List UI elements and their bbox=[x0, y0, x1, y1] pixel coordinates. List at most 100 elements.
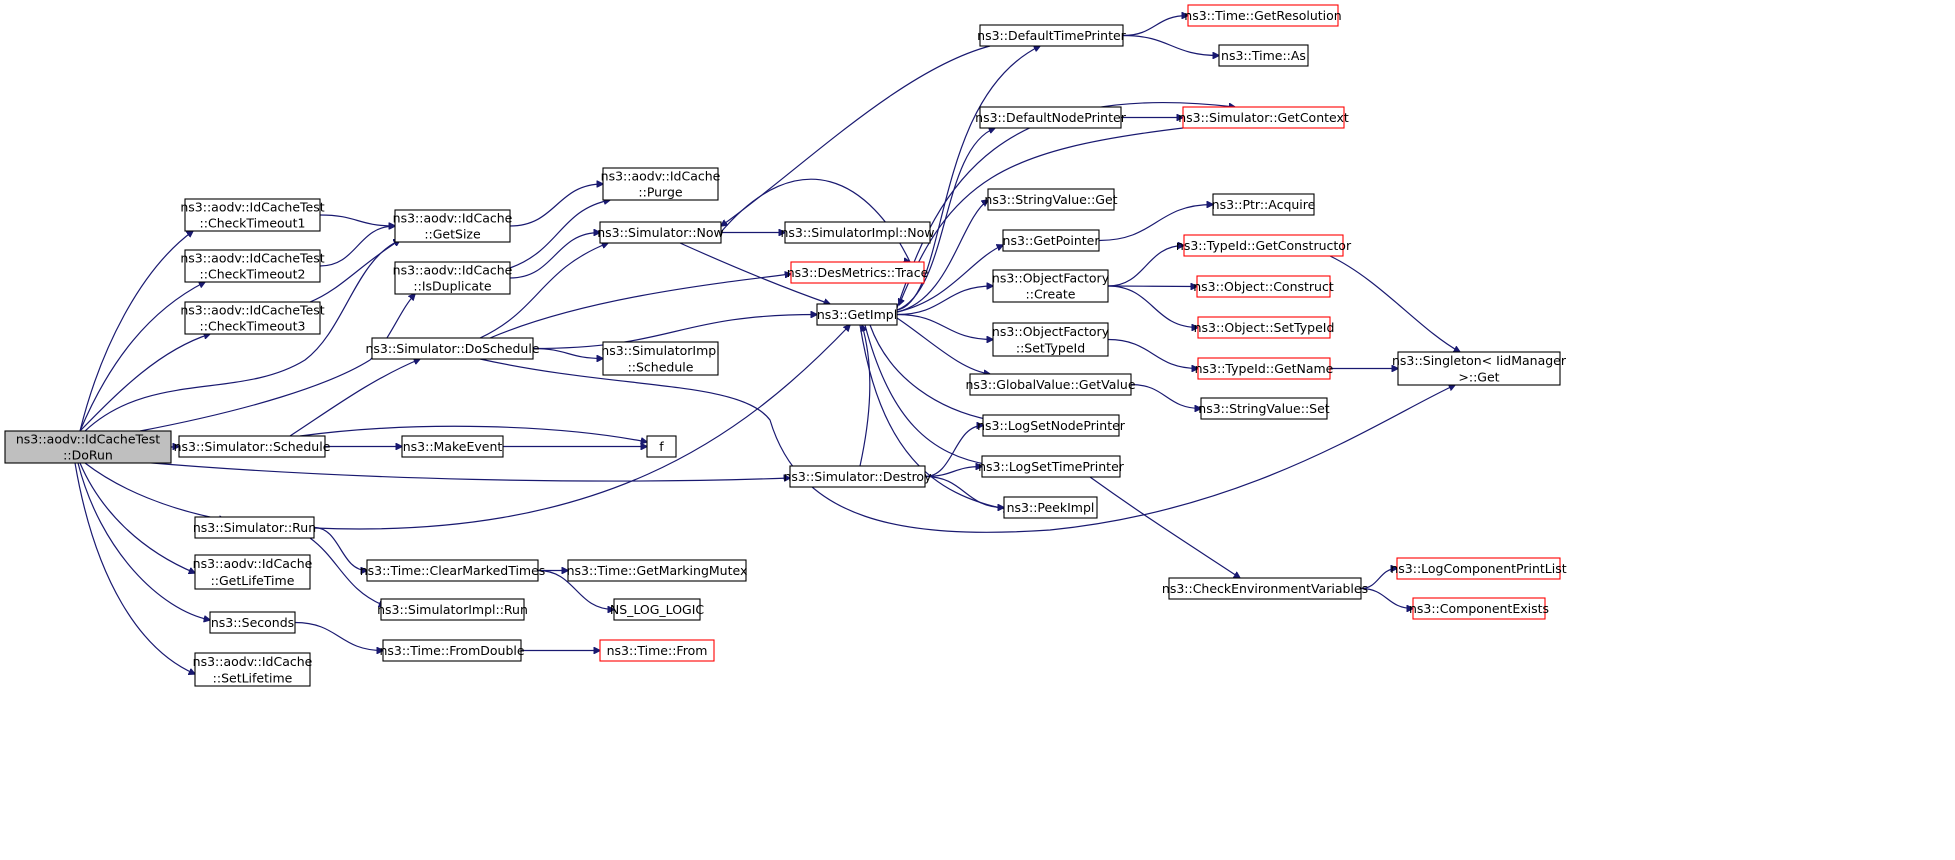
node-simImplNow[interactable]: ns3::SimulatorImpl::Now bbox=[780, 221, 935, 244]
node-box bbox=[1396, 557, 1561, 580]
node-simImplRun[interactable]: ns3::SimulatorImpl::Run bbox=[377, 598, 528, 621]
node-objFactoryCreate[interactable]: ns3::ObjectFactory::Create bbox=[992, 269, 1110, 303]
node-simGetContext[interactable]: ns3::Simulator::GetContext bbox=[1178, 106, 1349, 129]
node-box bbox=[1183, 234, 1344, 257]
node-globalValueGetValue[interactable]: ns3::GlobalValue::GetValue bbox=[965, 373, 1136, 396]
node-box bbox=[371, 337, 534, 360]
edge-simRun-to-simImplRun bbox=[309, 537, 385, 606]
edge-objFactoryCreate-to-getConstructor bbox=[1107, 246, 1184, 287]
node-label: ::CheckTimeout2 bbox=[200, 267, 306, 282]
node-seconds[interactable]: ns3::Seconds bbox=[209, 611, 296, 634]
node-checkTimeout3[interactable]: ns3::aodv::IdCacheTest::CheckTimeout3 bbox=[180, 301, 325, 335]
node-peekImpl[interactable]: ns3::PeekImpl bbox=[1003, 496, 1098, 519]
node-box bbox=[1187, 4, 1339, 27]
node-clearMarkedTimes[interactable]: ns3::Time::ClearMarkedTimes bbox=[360, 559, 546, 582]
edge-objFactoryCreate-to-objectSetTypeId bbox=[1107, 285, 1198, 328]
node-box bbox=[1002, 229, 1100, 252]
node-label: ::Create bbox=[1026, 287, 1076, 302]
node-stringValueSet[interactable]: ns3::StringValue::Set bbox=[1198, 397, 1330, 420]
node-getLifeTime[interactable]: ns3::aodv::IdCache::GetLifeTime bbox=[193, 554, 313, 590]
node-label: ns3::aodv::IdCacheTest bbox=[16, 432, 160, 447]
node-getResolution[interactable]: ns3::Time::GetResolution bbox=[1184, 4, 1342, 27]
node-logSetTimePrinter[interactable]: ns3::LogSetTimePrinter bbox=[978, 455, 1125, 478]
node-label: ::CheckTimeout3 bbox=[200, 319, 306, 334]
node-simRun[interactable]: ns3::Simulator::Run bbox=[193, 516, 316, 539]
node-logSetNodePrinter[interactable]: ns3::LogSetNodePrinter bbox=[977, 414, 1126, 437]
node-label: ::SetLifetime bbox=[213, 670, 293, 685]
edge-doSchedule-to-desMetricsTrace bbox=[489, 274, 791, 339]
node-setLifetime[interactable]: ns3::aodv::IdCache::SetLifetime bbox=[193, 652, 313, 687]
node-singletonGet[interactable]: ns3::Singleton< IidManager >::Get bbox=[1392, 351, 1567, 386]
node-label: ns3::Time::ClearMarkedTimes bbox=[360, 563, 546, 578]
edge-checkEnvVars-to-logComponentPrintList bbox=[1360, 569, 1397, 590]
node-label: ns3::aodv::IdCache bbox=[193, 556, 313, 571]
node-purge[interactable]: ns3::aodv::IdCache::Purge bbox=[601, 167, 721, 201]
node-getConstructor[interactable]: ns3::TypeId::GetConstructor bbox=[1176, 234, 1352, 257]
edge-doRun-to-setLifetime bbox=[74, 462, 195, 674]
node-defaultNodePrinter[interactable]: ns3::DefaultNodePrinter bbox=[975, 106, 1127, 129]
node-box bbox=[178, 435, 326, 458]
node-box bbox=[1196, 275, 1331, 298]
node-label: ns3::ComponentExists bbox=[1409, 601, 1549, 616]
node-getSize[interactable]: ns3::aodv::IdCache::GetSize bbox=[393, 209, 513, 243]
node-isDuplicate[interactable]: ns3::aodv::IdCache::IsDuplicate bbox=[393, 261, 513, 295]
node-box bbox=[784, 221, 931, 244]
node-label: ns3::SimulatorImpl::Now bbox=[780, 225, 934, 240]
node-checkTimeout1[interactable]: ns3::aodv::IdCacheTest::CheckTimeout1 bbox=[180, 198, 325, 232]
node-nsLogLogic[interactable]: NS_LOG_LOGIC bbox=[610, 598, 705, 621]
node-objectSetTypeId[interactable]: ns3::Object::SetTypeId bbox=[1194, 316, 1335, 339]
edge-checkEnvVars-to-componentExists bbox=[1360, 587, 1413, 609]
node-checkEnvVars[interactable]: ns3::CheckEnvironmentVariables bbox=[1162, 577, 1368, 600]
node-label: ns3::aodv::IdCacheTest bbox=[180, 303, 324, 318]
node-label: ns3::Time::GetMarkingMutex bbox=[567, 563, 748, 578]
node-box bbox=[646, 435, 677, 458]
node-simImplSchedule[interactable]: ns3::SimulatorImpl::Schedule bbox=[601, 341, 720, 376]
node-makeEvent[interactable]: ns3::MakeEvent bbox=[401, 435, 504, 458]
edge-getConstructor-to-singletonGet bbox=[1329, 255, 1460, 352]
node-box bbox=[1182, 106, 1345, 129]
node-label: ns3::Time::As bbox=[1221, 48, 1306, 63]
node-label: ns3::StringValue::Get bbox=[984, 192, 1117, 207]
node-componentExists[interactable]: ns3::ComponentExists bbox=[1409, 597, 1549, 620]
node-box bbox=[209, 611, 296, 634]
edge-getImpl-to-logSetTimePrinter bbox=[864, 324, 990, 465]
node-fromDouble[interactable]: ns3::Time::FromDouble bbox=[379, 639, 525, 662]
node-box bbox=[981, 455, 1121, 478]
node-label: ns3::SimulatorImpl::Run bbox=[377, 602, 528, 617]
node-simNow[interactable]: ns3::Simulator::Now bbox=[597, 221, 724, 244]
node-checkTimeout2[interactable]: ns3::aodv::IdCacheTest::CheckTimeout2 bbox=[180, 249, 325, 283]
edge-getImpl-to-getPointer bbox=[896, 245, 1003, 313]
node-objectConstruct[interactable]: ns3::Object::Construct bbox=[1193, 275, 1334, 298]
node-getPointer[interactable]: ns3::GetPointer bbox=[1002, 229, 1101, 252]
node-ptrAcquire[interactable]: ns3::Ptr::Acquire bbox=[1212, 193, 1316, 216]
node-box bbox=[194, 516, 315, 539]
node-desMetricsTrace[interactable]: ns3::DesMetrics::Trace bbox=[787, 261, 929, 284]
node-typeIdGetName[interactable]: ns3::TypeId::GetName bbox=[1195, 357, 1334, 380]
node-simDestroy[interactable]: ns3::Simulator::Destroy bbox=[784, 465, 933, 488]
node-doRun[interactable]: ns3::aodv::IdCacheTest::DoRun bbox=[4, 430, 172, 464]
node-label: ns3::ObjectFactory bbox=[992, 271, 1110, 286]
edge-clearMarkedTimes-to-nsLogLogic bbox=[537, 569, 614, 610]
edge-checkTimeout1-to-getSize bbox=[319, 214, 395, 226]
edge-defaultTimePrinter-to-getResolution bbox=[1122, 16, 1188, 37]
node-logComponentPrintList[interactable]: ns3::LogComponentPrintList bbox=[1390, 557, 1567, 580]
node-stringValueGet[interactable]: ns3::StringValue::Get bbox=[984, 188, 1118, 211]
node-f[interactable]: f bbox=[646, 435, 677, 458]
node-getImpl[interactable]: ns3::GetImpl bbox=[816, 303, 898, 326]
node-doSchedule[interactable]: ns3::Simulator::DoSchedule bbox=[365, 337, 540, 360]
edge-defaultTimePrinter-to-simNow bbox=[721, 45, 991, 226]
edge-simNow-to-getImpl bbox=[679, 242, 830, 304]
node-label: ::Purge bbox=[638, 185, 683, 200]
edge-globalValueGetValue-to-stringValueSet bbox=[1130, 383, 1201, 409]
node-box bbox=[1397, 351, 1561, 386]
node-label: ns3::Simulator::Schedule bbox=[174, 439, 331, 454]
node-objFactorySetTypeId[interactable]: ns3::ObjectFactory::SetTypeId bbox=[992, 322, 1110, 357]
edge-objFactorySetTypeId-to-typeIdGetName bbox=[1107, 338, 1198, 369]
node-simSchedule[interactable]: ns3::Simulator::Schedule bbox=[174, 435, 331, 458]
node-timeFrom[interactable]: ns3::Time::From bbox=[599, 639, 715, 662]
node-getMarkingMutex[interactable]: ns3::Time::GetMarkingMutex bbox=[567, 559, 748, 582]
node-timeAs[interactable]: ns3::Time::As bbox=[1218, 44, 1309, 67]
edge-doSchedule-to-simImplSchedule bbox=[532, 347, 603, 359]
node-defaultTimePrinter[interactable]: ns3::DefaultTimePrinter bbox=[977, 24, 1127, 47]
node-label: ns3::GetPointer bbox=[1003, 233, 1101, 248]
